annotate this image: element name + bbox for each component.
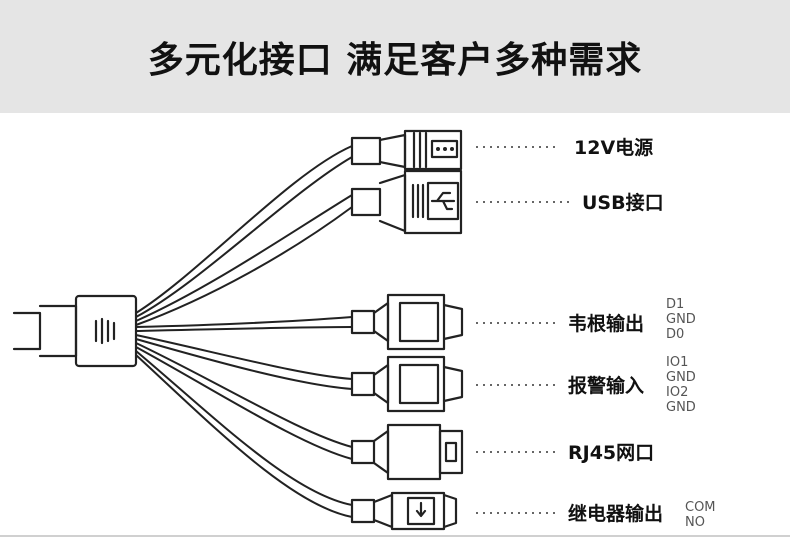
pin-wiegand-gnd: GND (666, 312, 696, 327)
pin-alarm-gnd-1: GND (666, 370, 696, 385)
pin-wiegand-d1: D1 (666, 297, 684, 312)
connector-wiegand (350, 293, 464, 351)
pin-alarm-io2: IO2 (666, 385, 688, 400)
cable-diagram: 12V电源 USB接口 韦根输出 D1 GND D0 报警输入 IO1 GND … (12, 129, 716, 531)
bottom-divider (0, 535, 790, 537)
header-banner: 多元化接口 满足客户多种需求 (0, 0, 790, 113)
pin-alarm-io1: IO1 (666, 355, 688, 370)
leader-lines (476, 146, 570, 514)
label-rj45: RJ45网口 (568, 442, 654, 464)
pin-alarm-gnd-2: GND (666, 400, 696, 415)
label-12v-power: 12V电源 (574, 136, 653, 159)
label-relay: 继电器输出 (568, 502, 663, 525)
wires (135, 145, 353, 518)
connector-alarm (350, 355, 464, 413)
connector-relay (350, 491, 458, 531)
connector-12v-power (350, 129, 463, 171)
pin-relay-com: COM (685, 500, 716, 515)
pin-wiegand-d0: D0 (666, 327, 684, 342)
pin-relay-no: NO (685, 515, 705, 530)
page-title: 多元化接口 满足客户多种需求 (147, 39, 643, 81)
label-usb: USB接口 (582, 192, 664, 214)
label-alarm: 报警输入 (568, 374, 644, 397)
connector-rj45 (350, 423, 464, 481)
connector-usb (350, 169, 463, 235)
label-wiegand: 韦根输出 (568, 312, 644, 335)
main-cable (12, 294, 138, 368)
